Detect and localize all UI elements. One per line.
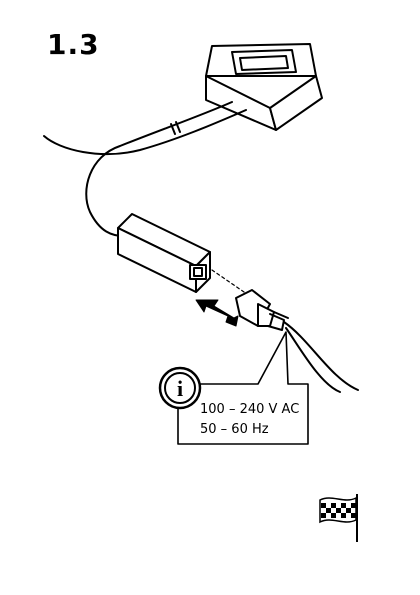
info-icon: i: [160, 368, 200, 408]
cradle-cables: [44, 102, 246, 236]
power-adapter: [118, 214, 210, 292]
insert-arrow-icon: [196, 300, 238, 326]
checkered-flag-icon: [320, 494, 357, 542]
info-symbol: i: [177, 376, 183, 401]
charging-cradle: [206, 44, 322, 130]
power-plug: [236, 290, 288, 330]
input-frequency-label: 50 – 60 Hz: [200, 422, 269, 437]
insertion-guide-line: [212, 270, 244, 292]
input-voltage-label: 100 – 240 V AC: [200, 402, 299, 417]
mains-cable-2: [286, 328, 340, 392]
mains-cable: [284, 322, 358, 390]
